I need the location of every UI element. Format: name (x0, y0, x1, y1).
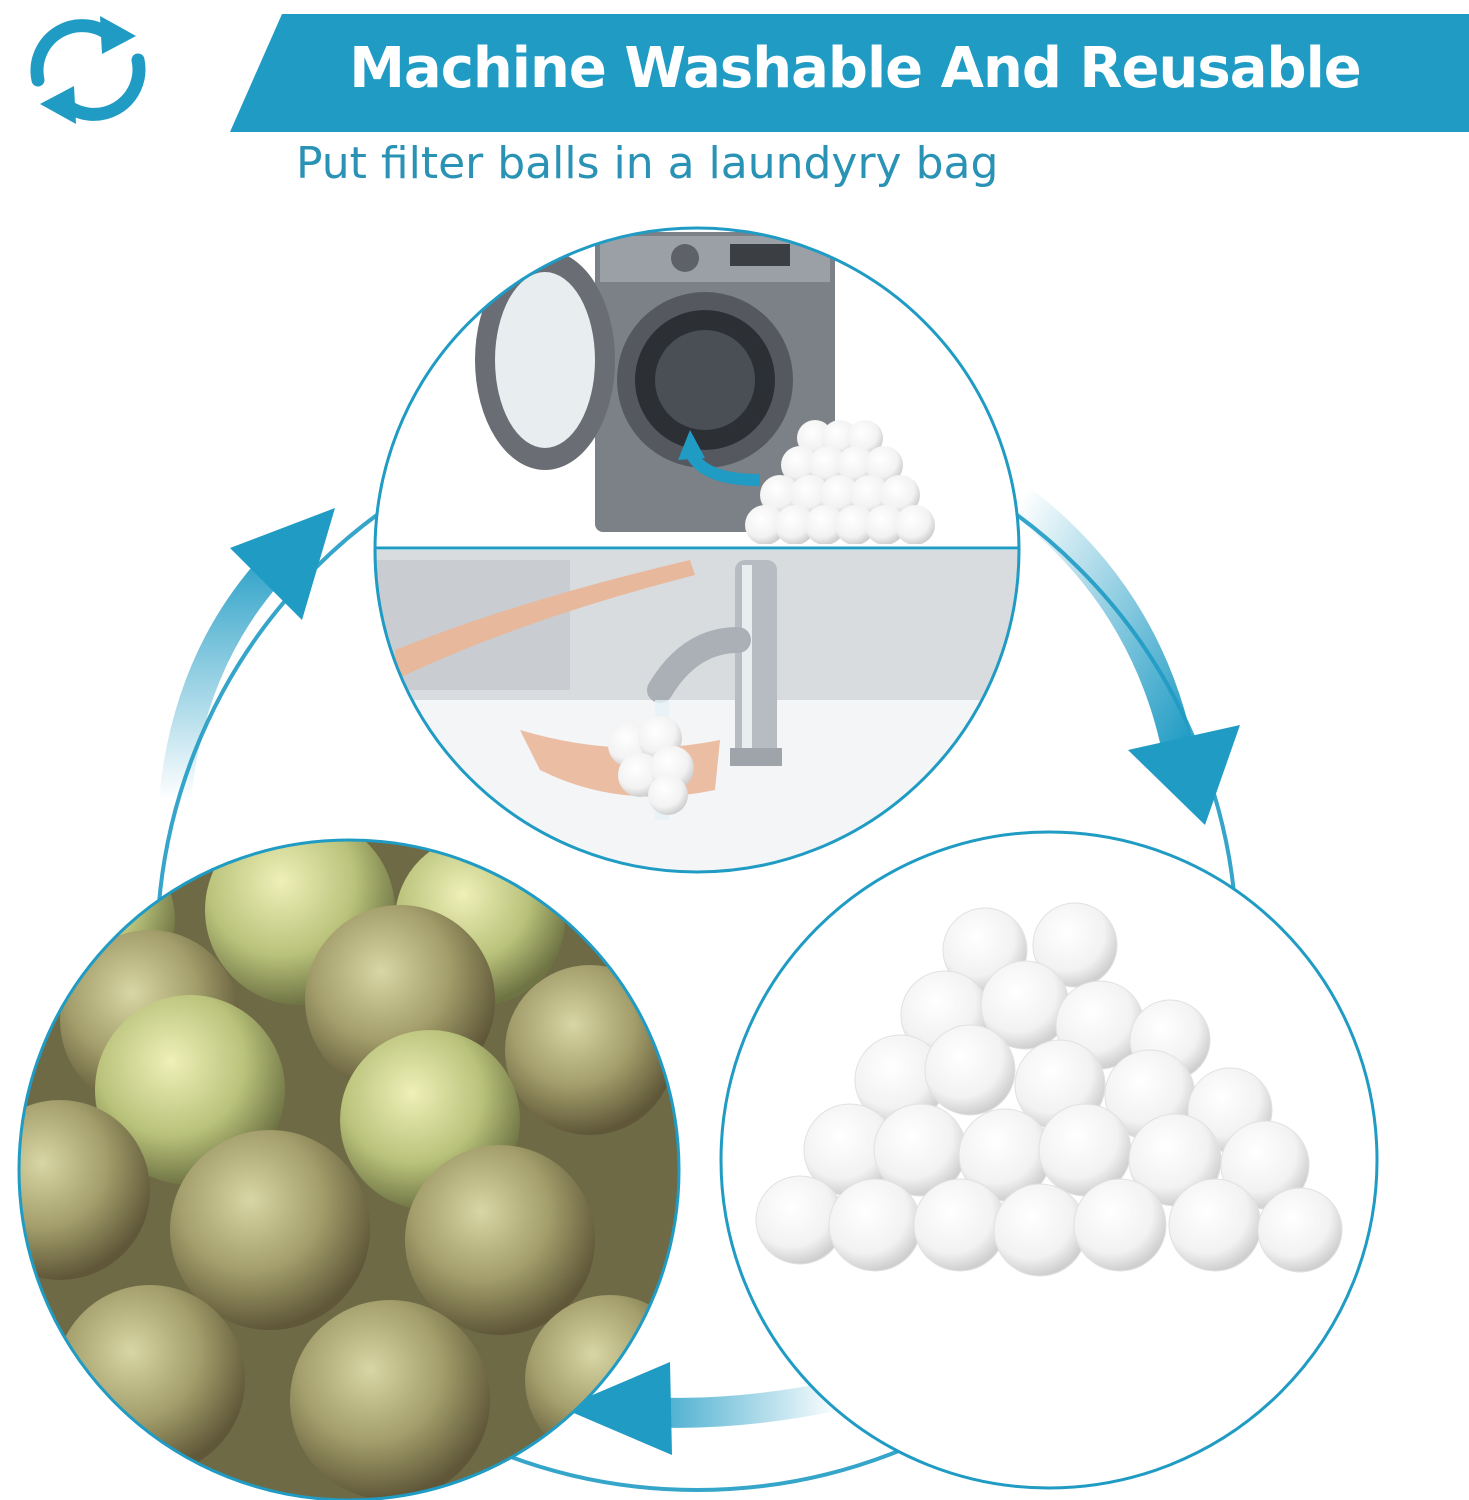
arrow-left-icon (562, 1362, 844, 1455)
arrow-up-icon (159, 508, 335, 802)
refresh-cycle-icon (30, 16, 146, 124)
arrow-right-down-icon (1010, 487, 1240, 825)
clean-filter-balls-image (721, 832, 1377, 1488)
page-subtitle: Put filter balls in a laundyry bag (296, 138, 999, 189)
title-banner (230, 14, 1469, 132)
page-title: Machine Washable And Reusable (349, 35, 1362, 101)
